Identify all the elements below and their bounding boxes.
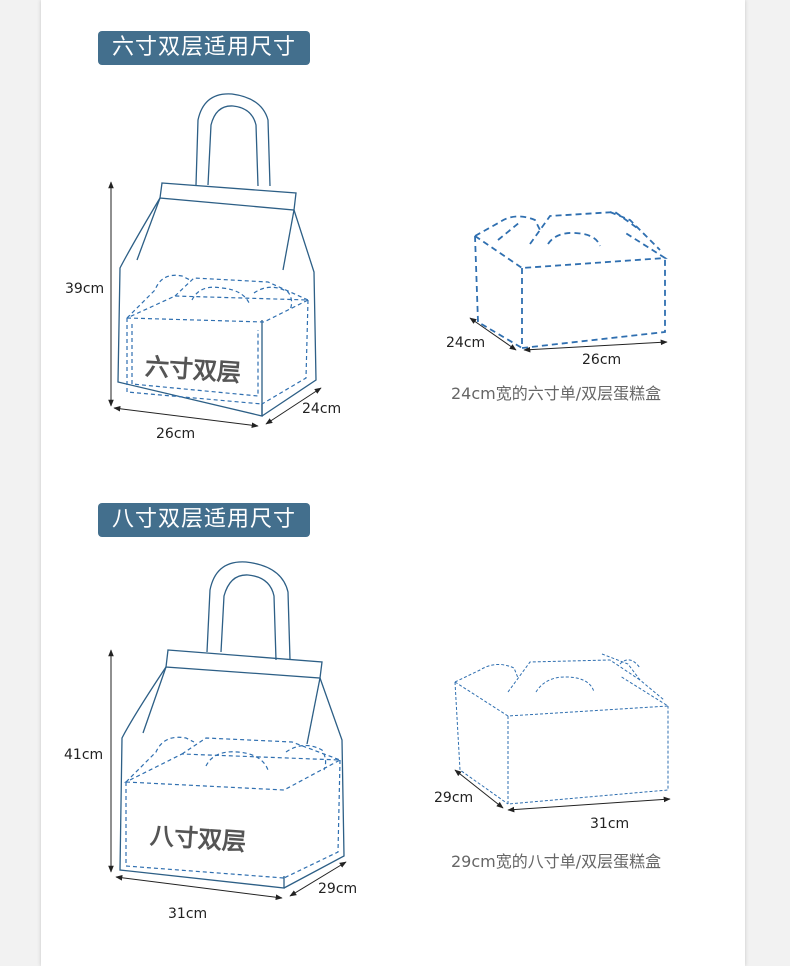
eight-inch-box-illustration	[454, 653, 670, 805]
six-inch-box-width-label: 26cm	[582, 352, 621, 368]
six-inch-bag-width-label: 26cm	[156, 426, 195, 442]
six-inch-bag-height-label: 39cm	[65, 281, 104, 297]
six-inch-bag-depth-label: 24cm	[302, 401, 341, 417]
six-inch-bag-label: 六寸双层	[144, 353, 242, 388]
six-inch-bag-illustration	[117, 93, 317, 417]
six-inch-box-depth-label: 24cm	[446, 335, 485, 351]
eight-inch-bag-inner-box	[123, 736, 343, 879]
section-title-eight-inch: 八寸双层适用尺寸	[98, 503, 311, 537]
section-title-six-inch: 六寸双层适用尺寸	[98, 31, 311, 65]
eight-inch-bag-height-label: 41cm	[64, 747, 103, 763]
six-inch-box-caption: 24cm宽的六寸单/双层蛋糕盒	[451, 384, 662, 403]
six-inch-box-illustration	[474, 211, 668, 350]
eight-inch-box-depth-label: 29cm	[434, 790, 473, 806]
eight-inch-box-width-label: 31cm	[590, 816, 629, 832]
eight-inch-bag-depth-label: 29cm	[318, 881, 357, 897]
eight-inch-box-caption: 29cm宽的八寸单/双层蛋糕盒	[451, 852, 662, 871]
eight-inch-bag-label: 八寸双层	[149, 822, 247, 857]
six-inch-bag-inner-box	[126, 274, 309, 405]
eight-inch-bag-width-label: 31cm	[168, 906, 207, 922]
